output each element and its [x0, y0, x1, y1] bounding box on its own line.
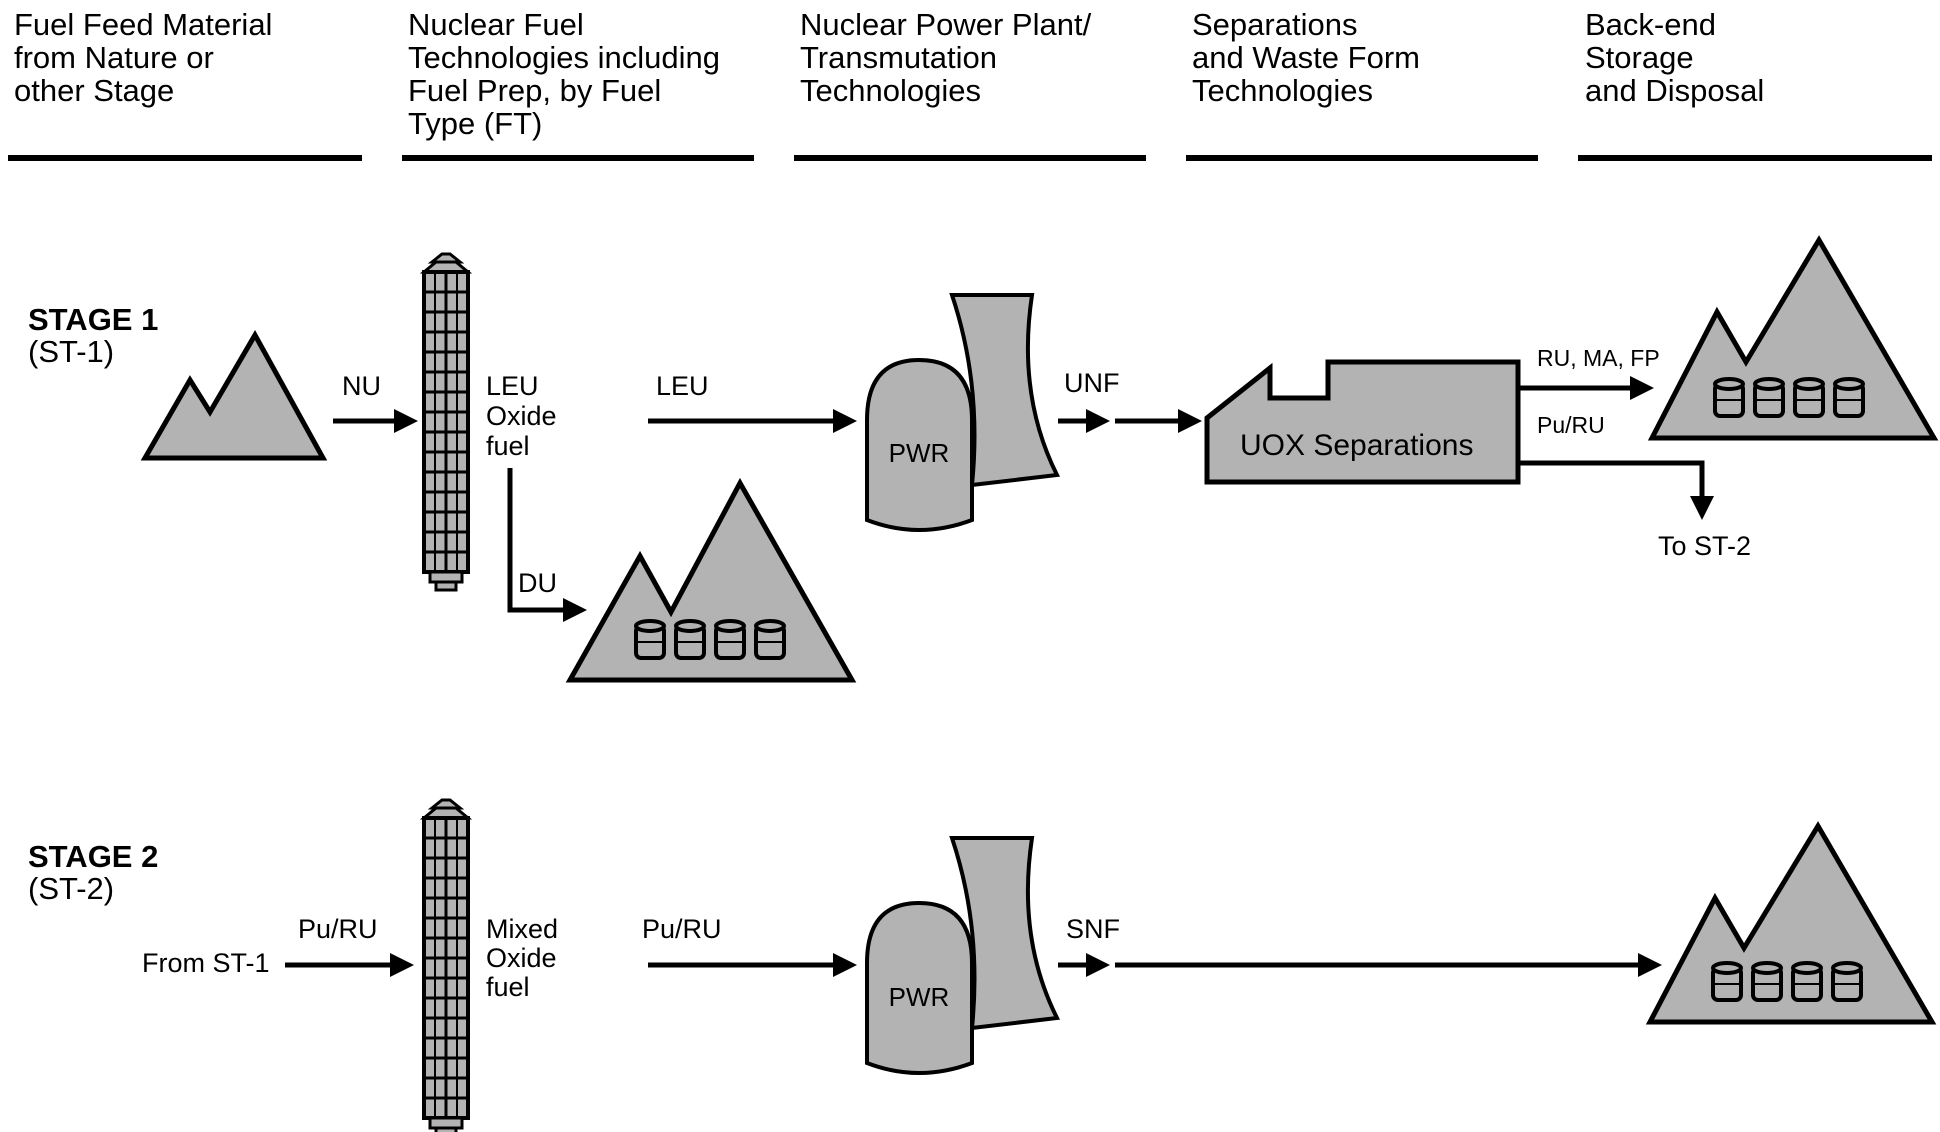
waste-canister-icon — [1753, 377, 1785, 418]
separations-label: UOX Separations — [1240, 429, 1473, 462]
column-4-rule — [1186, 155, 1538, 161]
storage-mountain-icon — [1645, 821, 1937, 1025]
column-header-4: Separations and Waste Form Technologies — [1186, 7, 1538, 161]
unf-arrow-icon — [1058, 409, 1202, 433]
leu-fuel-label-3: fuel — [486, 431, 530, 461]
column-3-rule — [794, 155, 1146, 161]
column-3-line-1: Nuclear Power Plant/ — [800, 7, 1092, 42]
column-1-line-1: Fuel Feed Material — [14, 7, 272, 42]
fuel-rod-icon — [422, 798, 470, 1132]
waste-canister-icon — [1791, 961, 1823, 1002]
column-2-line-1: Nuclear Fuel — [408, 7, 584, 42]
column-3-line-3: Technologies — [800, 73, 981, 108]
column-3-line-2: Transmutation — [800, 40, 997, 75]
pu-ru-label: Pu/RU — [1537, 412, 1605, 438]
mox-fuel-label-2: Oxide — [486, 943, 557, 973]
waste-canister-icon — [1713, 377, 1745, 418]
mox-arrow-icon — [648, 953, 857, 977]
pwr-label: PWR — [889, 438, 950, 468]
leu-arrow-icon — [648, 409, 857, 433]
column-header-5: Back-end Storage and Disposal — [1578, 7, 1932, 161]
column-1-rule — [8, 155, 362, 161]
separations-building-icon — [1204, 359, 1521, 485]
column-4-line-1: Separations — [1192, 7, 1357, 42]
column-2-line-2: Technologies including — [408, 40, 720, 75]
du-arrow-icon — [507, 468, 587, 622]
column-1-line-2: from Nature or — [14, 40, 214, 75]
snf-arrow-icon — [1058, 953, 1662, 977]
stage-1-title: STAGE 1 — [28, 302, 158, 337]
mox-fuel-label-3: fuel — [486, 972, 530, 1002]
waste-canister-icon — [1833, 377, 1865, 418]
waste-canister-icon — [1793, 377, 1825, 418]
to-st-2-label: To ST-2 — [1658, 531, 1751, 561]
waste-canister-icon — [674, 619, 706, 660]
column-header-2: Nuclear Fuel Technologies including Fuel… — [402, 7, 754, 161]
leu-fuel-label-2: Oxide — [486, 401, 557, 431]
column-5-line-3: and Disposal — [1585, 73, 1764, 108]
pu-ru-feed-label: Pu/RU — [298, 914, 378, 944]
power-plant-icon — [865, 293, 1059, 532]
column-5-line-2: Storage — [1585, 40, 1694, 75]
snf-label: SNF — [1066, 914, 1120, 944]
column-2-rule — [402, 155, 754, 161]
stage-2-title: STAGE 2 — [28, 839, 158, 874]
stage-2: STAGE 2 (ST-2) From ST-1 Pu/RU Mixed Oxi… — [28, 798, 1937, 1132]
waste-canister-icon — [754, 619, 786, 660]
pwr-label-2: PWR — [889, 982, 950, 1012]
leu-fuel-label-1: LEU — [486, 371, 539, 401]
power-plant-icon — [865, 836, 1059, 1075]
fuel-rod-icon — [422, 252, 470, 592]
column-2-line-4: Type (FT) — [408, 106, 542, 141]
stage-1-subtitle: (ST-1) — [28, 334, 114, 369]
mox-fuel-label-1: Mixed — [486, 914, 558, 944]
leu-label: LEU — [656, 371, 709, 401]
storage-arrow-icon — [1518, 376, 1654, 400]
ru-ma-fp-label: RU, MA, FP — [1537, 345, 1660, 371]
column-2-line-3: Fuel Prep, by Fuel — [408, 73, 661, 108]
to-stage-2-arrow-icon — [1518, 460, 1714, 520]
waste-canister-icon — [714, 619, 746, 660]
storage-mountain-icon — [1647, 235, 1939, 441]
column-1-line-3: other Stage — [14, 73, 174, 108]
pu-ru-label-2: Pu/RU — [642, 914, 722, 944]
stage-1: STAGE 1 (ST-1) NU LEU Oxide fuel DU — [28, 235, 1939, 683]
mountain-icon — [140, 329, 328, 461]
unf-label: UNF — [1064, 368, 1120, 398]
waste-canister-icon — [1751, 961, 1783, 1002]
column-header-1: Fuel Feed Material from Nature or other … — [8, 7, 362, 161]
stage-2-subtitle: (ST-2) — [28, 871, 114, 906]
waste-canister-icon — [634, 619, 666, 660]
column-4-line-2: and Waste Form — [1192, 40, 1420, 75]
from-st-1-label: From ST-1 — [142, 948, 270, 978]
column-4-line-3: Technologies — [1192, 73, 1373, 108]
du-label: DU — [518, 568, 557, 598]
waste-canister-icon — [1831, 961, 1863, 1002]
column-5-line-1: Back-end — [1585, 7, 1716, 42]
column-5-rule — [1578, 155, 1932, 161]
storage-mountain-icon — [565, 477, 857, 683]
feed-arrow-icon — [285, 953, 414, 977]
column-header-3: Nuclear Power Plant/ Transmutation Techn… — [794, 7, 1146, 161]
nu-label: NU — [342, 371, 381, 401]
nu-arrow-icon — [333, 409, 418, 433]
waste-canister-icon — [1711, 961, 1743, 1002]
